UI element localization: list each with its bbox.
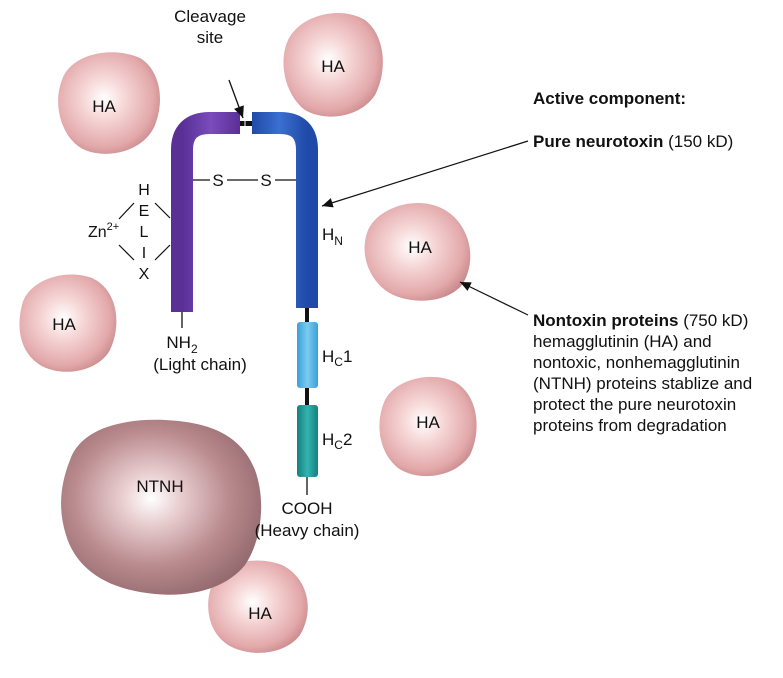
ha-protein: HA: [58, 52, 160, 154]
active-arrow: [321, 140, 529, 208]
nontoxin-line: proteins from degradation: [533, 416, 727, 435]
nontoxin-name: Nontoxin proteins: [533, 311, 679, 330]
svg-text:S: S: [260, 171, 271, 190]
active-name: Pure neurotoxin: [533, 132, 664, 151]
svg-text:I: I: [142, 245, 146, 262]
light-chain-label: (Light chain): [153, 355, 247, 374]
heavy-chain-hn: [252, 112, 318, 308]
nontoxin-line: protect the pure neurotoxin: [533, 395, 737, 414]
ha-protein: HA: [208, 560, 308, 653]
ha-protein: HA: [379, 376, 477, 477]
hc1-label: HC1: [322, 347, 352, 369]
svg-text:H: H: [138, 182, 150, 199]
ntnh-label: NTNH: [136, 477, 183, 496]
svg-text:L: L: [140, 224, 149, 241]
svg-text:S: S: [212, 171, 223, 190]
zinc-helix-motif: H E L I X Zn2+: [88, 182, 171, 283]
nontoxin-description: Nontoxin proteins (750 kD) hemagglutinin…: [533, 310, 752, 436]
light-chain-terminus: NH2: [166, 333, 198, 356]
hc2-label: HC2: [322, 430, 352, 452]
svg-text:E: E: [139, 203, 150, 220]
active-mass: (150 kD): [668, 132, 734, 151]
cleavage-label: Cleavage: [174, 7, 246, 26]
heavy-chain-terminus: COOH: [282, 499, 333, 518]
active-heading: Active component:: [533, 89, 687, 108]
nontoxin-line: nontoxic, nonhemagglutinin: [533, 353, 740, 372]
ha-label: HA: [92, 97, 116, 116]
ntnh-protein: NTNH: [61, 419, 262, 595]
ha-protein: HA: [364, 202, 471, 301]
nontoxin-mass: (750 kD): [683, 311, 749, 330]
heavy-chain-hc1: [297, 322, 318, 388]
ha-protein: HA: [19, 274, 117, 372]
light-chain: [171, 112, 240, 328]
ha-label: HA: [248, 604, 272, 623]
cleavage-label: site: [197, 28, 223, 47]
ha-label: HA: [321, 57, 345, 76]
active-description: Pure neurotoxin (150 kD): [533, 131, 733, 152]
cleavage-site: [240, 121, 252, 126]
svg-text:Zn2+: Zn2+: [88, 221, 119, 241]
ha-label: HA: [408, 238, 432, 257]
ha-label: HA: [416, 413, 440, 432]
heavy-chain-hc2: [297, 405, 318, 477]
hn-label: HN: [322, 225, 343, 248]
nontoxin-line: hemagglutinin (HA) and: [533, 332, 712, 351]
nontoxin-arrow: [459, 281, 529, 316]
ha-protein: HA: [283, 12, 383, 117]
disulfide-bond: S S: [193, 171, 296, 190]
ha-label: HA: [52, 315, 76, 334]
heavy-chain-label: (Heavy chain): [255, 521, 360, 540]
nontoxin-line: (NTNH) proteins stablize and: [533, 374, 753, 393]
svg-text:X: X: [139, 266, 150, 283]
